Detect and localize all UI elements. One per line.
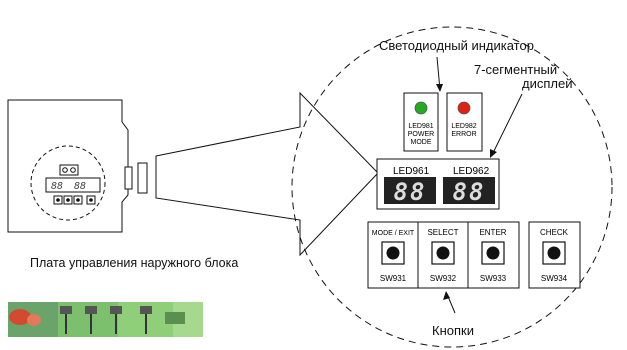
led-981-line3: MODE <box>411 139 432 146</box>
sw932-button[interactable]: SELECT SW932 <box>427 228 458 283</box>
led-982-light <box>457 101 471 115</box>
board-zoom-circle <box>30 145 106 221</box>
display-962 <box>443 177 495 204</box>
display-962-label: LED962 <box>453 166 490 177</box>
board-label: Плата управления наружного блока <box>30 256 238 270</box>
sw933-knob[interactable] <box>486 246 500 260</box>
sw934-knob[interactable] <box>547 246 561 260</box>
seg-display-label-2: дисплей <box>522 76 572 91</box>
sw931-button[interactable]: MODE / EXIT SW931 <box>372 230 415 283</box>
sw931-knob[interactable] <box>386 246 400 260</box>
seg-display-label-1: 7-сегментный <box>474 62 557 77</box>
sw934-button[interactable]: CHECK SW934 <box>540 228 569 283</box>
zoom-bars <box>124 162 148 194</box>
display-962-digits: 88 <box>453 178 486 206</box>
mini-buttons <box>53 195 96 205</box>
buttons-label: Кнопки <box>432 323 474 338</box>
mini-display-digits-2: 88 <box>74 181 86 192</box>
pcb-photo <box>8 302 203 337</box>
display-961-label: LED961 <box>393 166 430 177</box>
mini-display-digits-1: 88 <box>51 181 63 192</box>
sw934-code: SW934 <box>541 274 568 283</box>
sw932-code: SW932 <box>430 274 457 283</box>
led-981-light <box>414 101 428 115</box>
mini-led-1 <box>62 167 68 173</box>
mini-display <box>45 177 101 193</box>
display-961 <box>384 177 436 204</box>
sw931-code: SW931 <box>380 274 407 283</box>
mini-led-box <box>59 164 79 176</box>
led-982-line2: ERROR <box>451 131 476 138</box>
led-981-name: LED981 <box>408 123 433 130</box>
display-961-digits: 88 <box>394 178 427 206</box>
sw934-label: CHECK <box>540 228 569 237</box>
zoom-arrow <box>155 91 379 257</box>
sw932-label: SELECT <box>427 228 458 237</box>
buttons-arrowhead <box>443 291 450 300</box>
seg-display-pointer <box>491 93 523 156</box>
sw933-button[interactable]: ENTER SW933 <box>479 228 506 283</box>
sw933-code: SW933 <box>480 274 507 283</box>
led-981-box: LED981 POWER MODE <box>403 92 439 152</box>
sw931-label: MODE / EXIT <box>372 230 415 237</box>
seg-display-arrowhead <box>490 149 497 158</box>
sw932-knob[interactable] <box>436 246 450 260</box>
sw933-label: ENTER <box>479 228 506 237</box>
mini-led-2 <box>70 167 76 173</box>
led-981-line2: POWER <box>408 131 434 138</box>
led-982-name: LED982 <box>451 123 476 130</box>
led-indicator-label: Светодиодный индикатор <box>379 38 534 53</box>
led-982-box: LED982 ERROR <box>446 92 483 152</box>
led-indicator-arrowhead <box>436 84 443 92</box>
detail-circle <box>291 26 613 348</box>
